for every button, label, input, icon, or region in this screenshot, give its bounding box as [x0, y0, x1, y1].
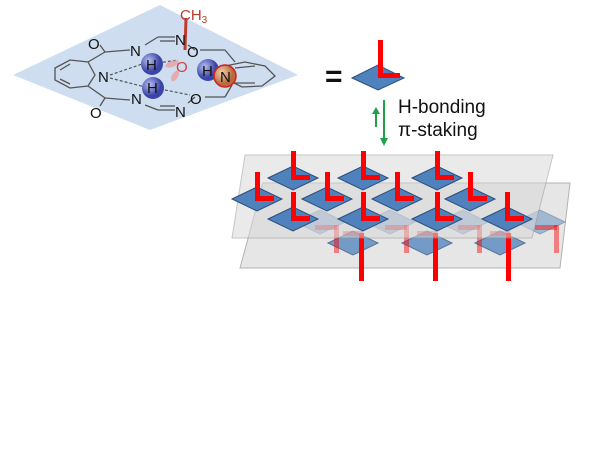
lower-l-stem [506, 233, 511, 281]
atom-label: N [220, 69, 231, 86]
nitrogen-sphere-guest [213, 64, 237, 88]
equals-sign: = [325, 60, 343, 93]
l-unit-horizontal [505, 216, 524, 221]
l-unit-horizontal [435, 175, 454, 180]
l-unit-vertical [435, 192, 440, 221]
faded-l-stem [554, 225, 559, 253]
h-bonding-label: H-bonding [398, 97, 486, 118]
faded-l-bar [535, 225, 557, 230]
l-unit-horizontal [325, 196, 344, 201]
l-unit-vertical [361, 151, 366, 180]
atom-label: N [131, 91, 142, 108]
atom-label: O [176, 59, 188, 76]
atom-label: H [146, 57, 157, 74]
atom-label: O [190, 91, 202, 108]
atom-label: N [98, 69, 109, 86]
l-unit-vertical [291, 151, 296, 180]
l-unit-horizontal [255, 196, 274, 201]
equilibrium-arrows-icon [372, 100, 388, 146]
lower-l-stem [359, 233, 364, 281]
l-unit-vertical [325, 172, 330, 201]
l-unit-vertical [468, 172, 473, 201]
atom-label: N [175, 104, 186, 121]
l-unit-horizontal [361, 216, 380, 221]
l-unit-horizontal [395, 196, 414, 201]
atom-label: O [88, 36, 100, 53]
stacked-assembly [230, 151, 571, 281]
l-unit-vertical [435, 151, 440, 180]
atom-label: N [175, 32, 186, 49]
lower-l-stem [433, 233, 438, 281]
l-unit-vertical [255, 172, 260, 201]
faded-l-stem [404, 225, 409, 253]
l-unit-horizontal [291, 216, 310, 221]
l-unit-vertical [395, 172, 400, 201]
l-unit-horizontal [361, 175, 380, 180]
l-unit-horizontal [291, 175, 310, 180]
atom-label: H [147, 80, 158, 97]
hydrogen-sphere-lower [142, 77, 164, 99]
atom-label: O [187, 44, 199, 61]
unit-symbol [350, 40, 406, 91]
l-unit-vertical [291, 192, 296, 221]
l-unit-vertical [361, 192, 366, 221]
molecule-structure: CH3 O N N O N H H O H N N O O N [13, 5, 298, 130]
faded-l-stem [477, 225, 482, 253]
l-unit-horizontal [468, 196, 487, 201]
l-unit-vertical [505, 192, 510, 221]
l-unit-horizontal [435, 216, 454, 221]
methyl-label: CH3 [180, 7, 208, 26]
hydrogen-sphere-upper [141, 53, 163, 75]
pi-stacking-label: π-staking [398, 120, 478, 141]
atom-label: H [202, 63, 213, 80]
faded-l-stem [334, 225, 339, 253]
atom-label: N [130, 43, 141, 60]
atom-label: O [90, 105, 102, 122]
